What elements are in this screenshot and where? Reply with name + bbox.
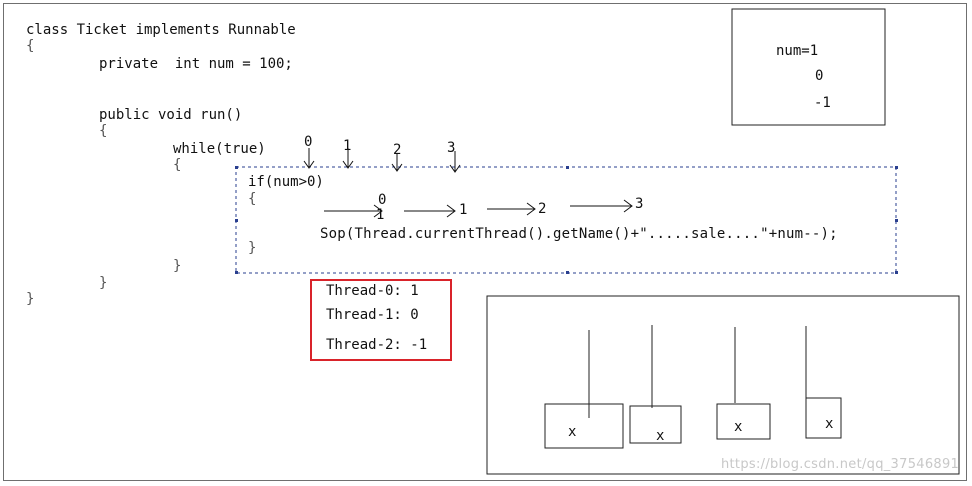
thread-marker-0: 0 — [304, 134, 313, 150]
code-sop: Sop(Thread.currentThread().getName()+"..… — [320, 226, 838, 242]
code-if: if(num>0) — [248, 174, 324, 190]
code-while: while(true) — [173, 141, 266, 157]
code-field: private int num = 100; — [99, 56, 293, 72]
code-open-brace-1: { — [26, 38, 35, 54]
block-4 — [805, 397, 842, 439]
diagram-frame — [3, 3, 967, 481]
code-open-brace-4: { — [248, 191, 257, 207]
flow-marker-1a: 1 — [376, 207, 385, 223]
num-state-box — [731, 8, 886, 126]
flow-marker-0: 0 — [378, 192, 387, 208]
watermark: https://blog.csdn.net/qq_37546891 — [721, 457, 960, 472]
code-method: public void run() — [99, 107, 243, 123]
output-line-2: Thread-1: 0 — [326, 307, 419, 323]
threads-panel — [486, 295, 960, 475]
code-open-brace-3: { — [173, 157, 182, 173]
block-label-4: x — [825, 416, 834, 432]
block-label-1: x — [568, 424, 577, 440]
output-line-3: Thread-2: -1 — [326, 337, 428, 353]
code-open-brace-2: { — [99, 123, 108, 139]
thread-marker-3: 3 — [447, 140, 456, 156]
flow-marker-2: 2 — [538, 201, 547, 217]
block-3 — [716, 403, 771, 440]
dashed-box-corners — [235, 166, 898, 274]
num-line-2: 0 — [815, 68, 824, 84]
code-close-brace-2: } — [99, 275, 108, 291]
code-close-brace-3: } — [173, 258, 182, 274]
num-line-3: -1 — [814, 95, 831, 111]
output-line-1: Thread-0: 1 — [326, 283, 419, 299]
num-line-1: num=1 — [776, 43, 819, 59]
flow-marker-3: 3 — [635, 196, 644, 212]
block-1 — [544, 403, 624, 449]
block-2 — [629, 405, 682, 444]
sync-region-dashed-box — [235, 166, 897, 274]
flow-marker-1b: 1 — [459, 202, 468, 218]
block-label-2: x — [656, 428, 665, 444]
block-label-3: x — [734, 419, 743, 435]
thread-marker-1: 1 — [343, 138, 352, 154]
code-close-brace-4: } — [248, 240, 257, 256]
output-box — [310, 279, 452, 361]
code-close-brace-1: } — [26, 291, 35, 307]
code-class-decl: class Ticket implements Runnable — [26, 22, 296, 38]
thread-marker-2: 2 — [393, 142, 402, 158]
